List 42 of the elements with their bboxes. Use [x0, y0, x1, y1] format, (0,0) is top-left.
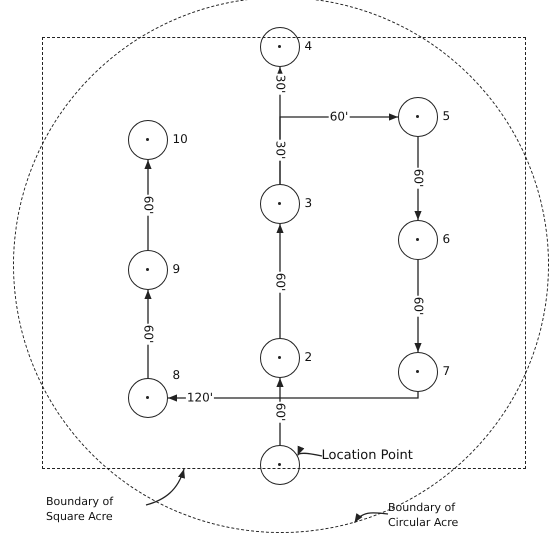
arrow [276, 224, 284, 338]
boundary-label: Boundary of Square Acre [46, 494, 146, 524]
arrow [144, 160, 152, 250]
distance-label: 60' [412, 168, 424, 188]
distance-label: 30' [274, 74, 286, 94]
distance-label: 60' [142, 324, 154, 344]
plot-number: 3 [304, 196, 312, 210]
leader-line [146, 468, 185, 506]
plot-circle [128, 250, 168, 290]
arrow [279, 113, 398, 184]
plot-number: 5 [442, 108, 450, 122]
plot-number: 7 [442, 364, 450, 378]
leader-line [354, 512, 388, 524]
distance-label: 60' [274, 402, 286, 422]
arrow [276, 378, 284, 445]
plot-circle [398, 220, 438, 260]
distance-label: 60' [274, 272, 286, 292]
plot-circle [398, 96, 438, 136]
distance-label: 60' [142, 194, 154, 216]
plot-number: 10 [172, 132, 188, 146]
plot-circle [128, 120, 168, 160]
leader-line [297, 446, 322, 457]
plot-circle [398, 352, 438, 392]
plot-circle [260, 184, 300, 224]
boundary-label: Boundary of Circular Acre [388, 500, 488, 530]
distance-label: 60' [412, 296, 424, 316]
plot-number: 9 [172, 262, 180, 276]
plot-circle [260, 26, 300, 66]
arrow [144, 290, 152, 378]
distance-label: 60' [328, 110, 350, 124]
plot-number: 4 [304, 38, 312, 52]
point-label: Location Point [322, 448, 426, 462]
arrow [168, 392, 419, 402]
distance-label: 120' [186, 392, 214, 404]
distance-label: 30' [274, 140, 286, 160]
plot-number: 2 [304, 350, 312, 364]
plot-circle [260, 338, 300, 378]
plot-circle [128, 378, 168, 418]
arrow [414, 260, 422, 352]
plot-number: 6 [442, 232, 450, 246]
plot-number: 8 [172, 368, 180, 382]
plot-circle [260, 444, 300, 484]
